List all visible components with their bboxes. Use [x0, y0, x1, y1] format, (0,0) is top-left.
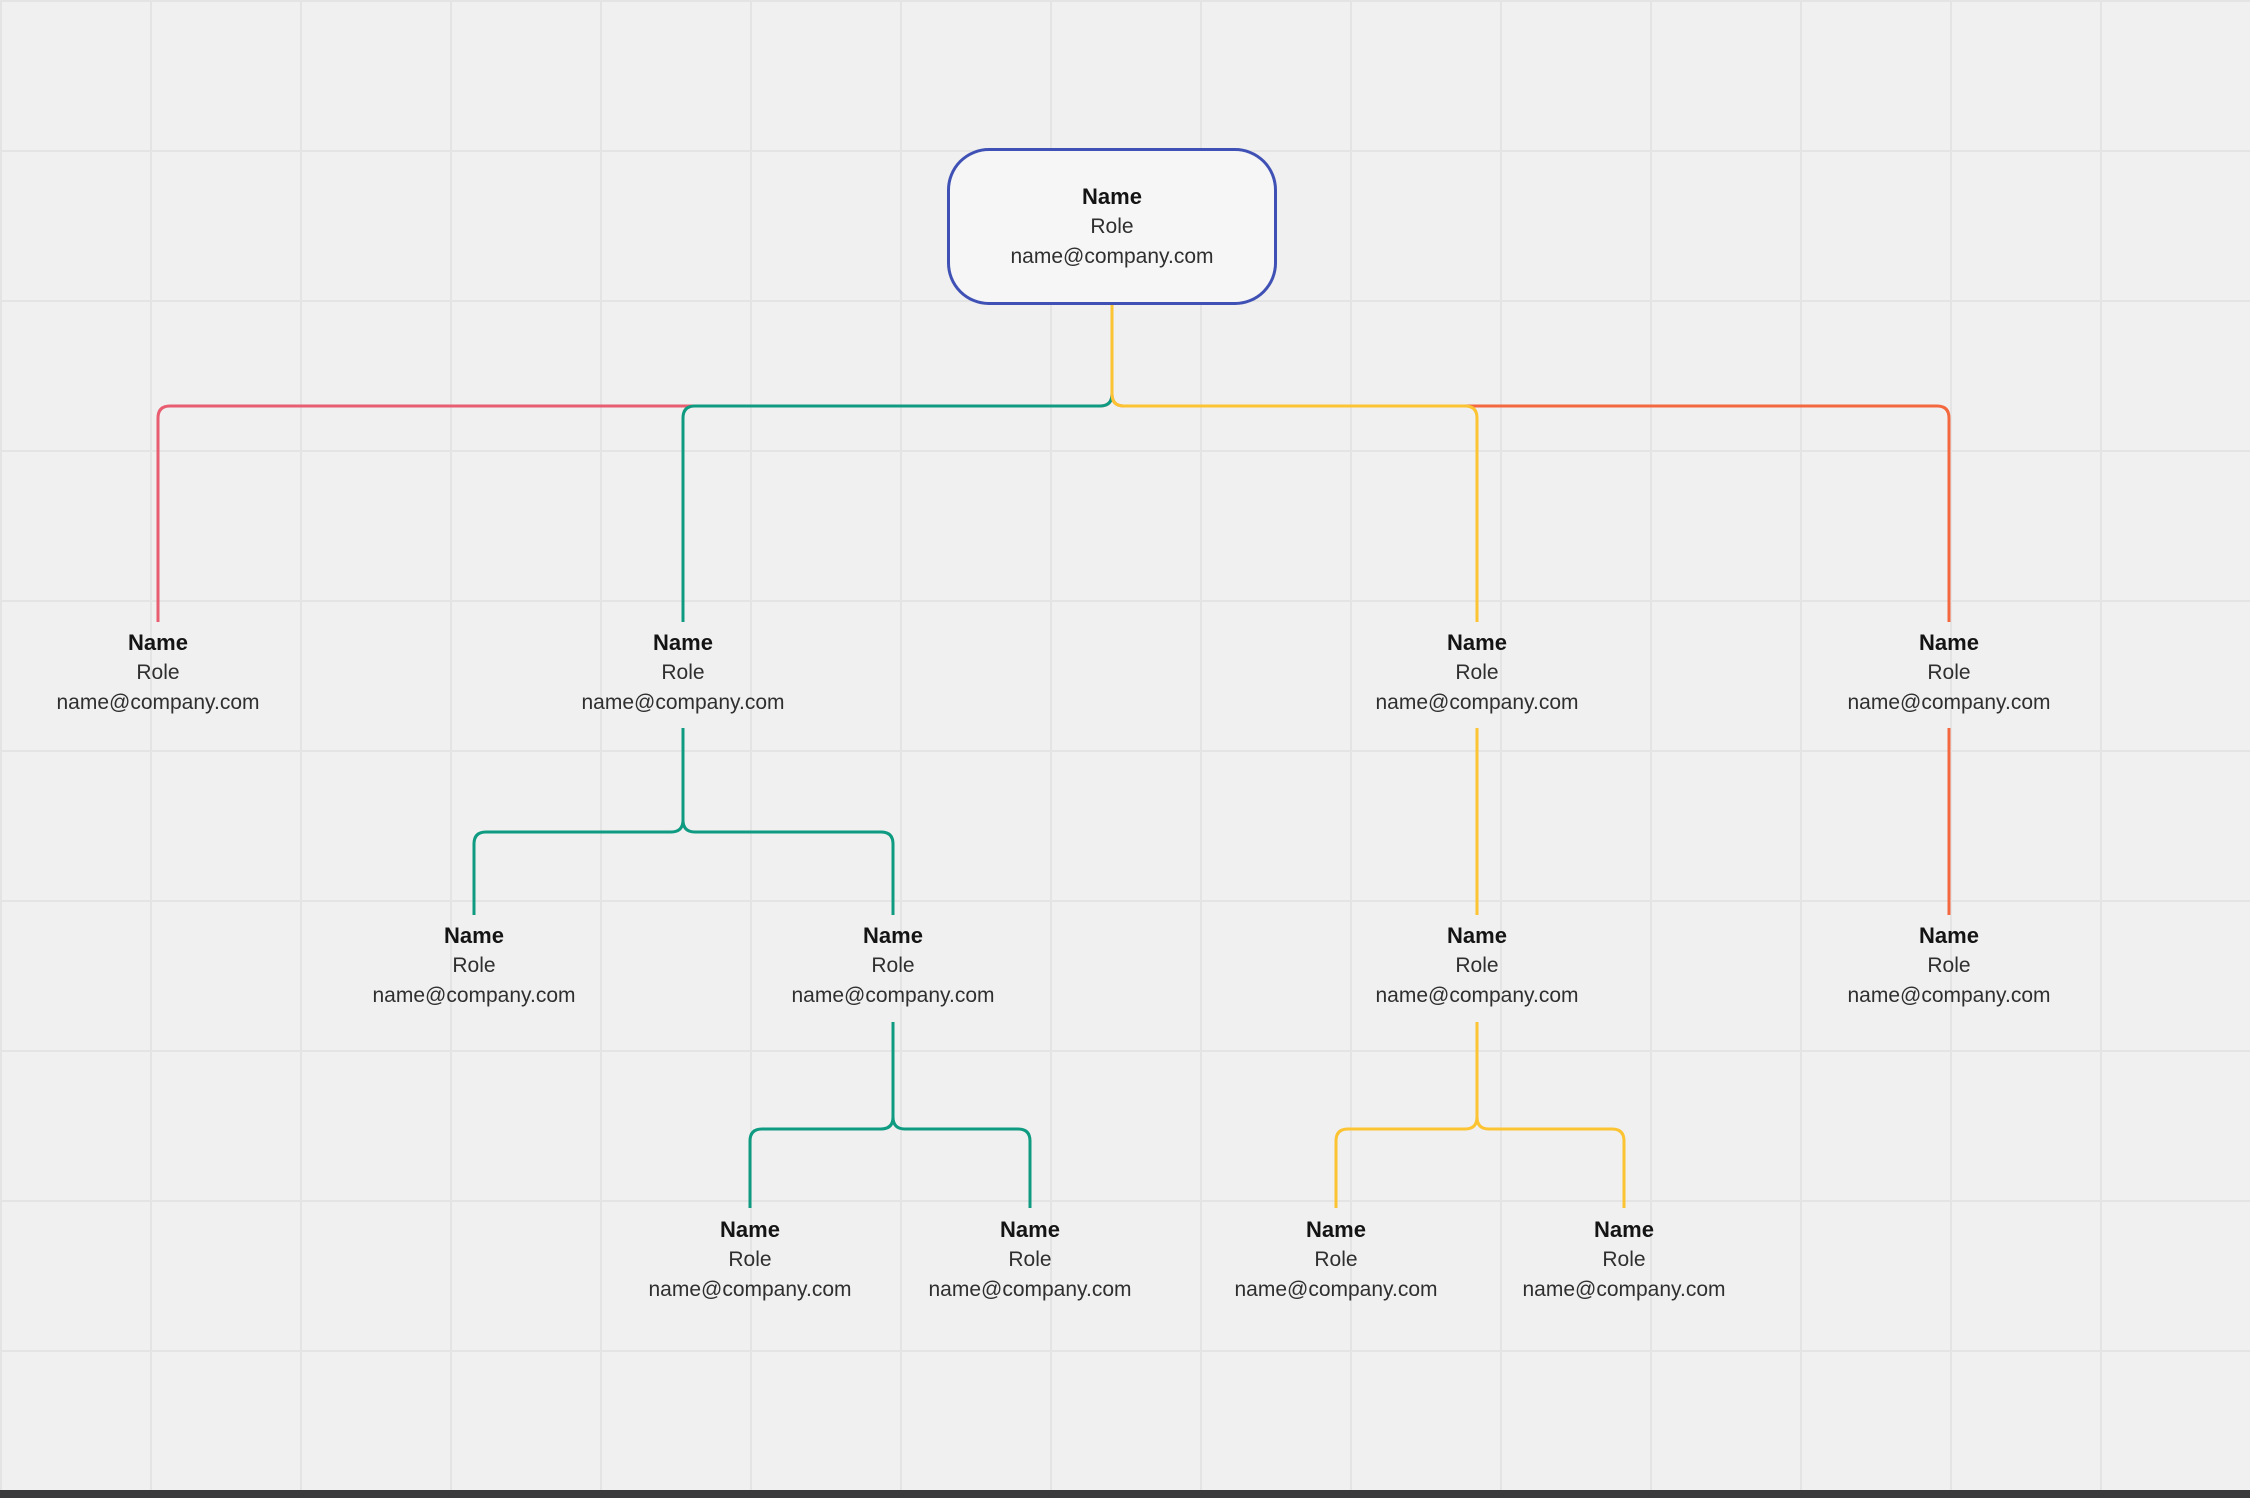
node-email: name@company.com	[791, 984, 995, 1007]
connector-l2-yellow-to-l3-yellow-right	[1475, 1022, 1626, 1208]
node-role: Role	[1927, 661, 1971, 684]
node-email: name@company.com	[1522, 1278, 1726, 1301]
connector-l2-yellow-to-l3-yellow-left	[1334, 1022, 1479, 1208]
node-name: Name	[1919, 630, 1979, 655]
node-email: name@company.com	[1847, 984, 2051, 1007]
node-name: Name	[1447, 630, 1507, 655]
node-email: name@company.com	[928, 1278, 1132, 1301]
node-role: Role	[452, 954, 496, 977]
connector-root-to-l1-red	[156, 305, 1114, 622]
node-role: Role	[728, 1248, 772, 1271]
node-role: Role	[1455, 661, 1499, 684]
connector-root-to-l1-teal	[681, 305, 1114, 622]
node-email: name@company.com	[1847, 691, 2051, 714]
node-name: Name	[128, 630, 188, 655]
bottom-edge	[0, 1490, 2250, 1498]
org-node-l3-yellow-left[interactable]: Name Role name@company.com	[1156, 1215, 1516, 1305]
connector-l2-teal-right-to-l3-teal-right	[891, 1022, 1032, 1208]
org-node-root[interactable]: Name Role name@company.com	[947, 148, 1277, 305]
org-node-l1-red[interactable]: Name Role name@company.com	[0, 628, 338, 718]
org-node-l2-orange[interactable]: Name Role name@company.com	[1769, 921, 2129, 1011]
connector-l2-teal-right-to-l3-teal-left	[748, 1022, 895, 1208]
connector-l1-teal-to-l2-teal-left	[472, 728, 685, 915]
org-node-l2-yellow[interactable]: Name Role name@company.com	[1297, 921, 1657, 1011]
node-role: Role	[1455, 954, 1499, 977]
node-name: Name	[1919, 923, 1979, 948]
node-role: Role	[1090, 214, 1134, 238]
node-name: Name	[720, 1217, 780, 1242]
connector-root-to-l1-orange	[1110, 305, 1951, 622]
connector-l1-teal-to-l2-teal-right	[681, 728, 895, 915]
node-role: Role	[1927, 954, 1971, 977]
org-node-l3-yellow-right[interactable]: Name Role name@company.com	[1444, 1215, 1804, 1305]
node-email: name@company.com	[1375, 984, 1579, 1007]
org-node-l3-teal-left[interactable]: Name Role name@company.com	[570, 1215, 930, 1305]
node-role: Role	[1602, 1248, 1646, 1271]
node-name: Name	[863, 923, 923, 948]
node-name: Name	[1000, 1217, 1060, 1242]
node-role: Role	[1008, 1248, 1052, 1271]
node-email: name@company.com	[1010, 244, 1214, 268]
node-email: name@company.com	[648, 1278, 852, 1301]
org-node-l3-teal-right[interactable]: Name Role name@company.com	[850, 1215, 1210, 1305]
org-node-l2-teal-left[interactable]: Name Role name@company.com	[294, 921, 654, 1011]
node-name: Name	[1082, 183, 1142, 209]
node-email: name@company.com	[581, 691, 785, 714]
node-name: Name	[1447, 923, 1507, 948]
connector-root-to-l1-yellow	[1110, 305, 1479, 622]
node-email: name@company.com	[1375, 691, 1579, 714]
node-email: name@company.com	[372, 984, 576, 1007]
node-email: name@company.com	[1234, 1278, 1438, 1301]
node-role: Role	[136, 661, 180, 684]
org-node-l1-yellow[interactable]: Name Role name@company.com	[1297, 628, 1657, 718]
node-name: Name	[1594, 1217, 1654, 1242]
node-role: Role	[1314, 1248, 1358, 1271]
node-name: Name	[653, 630, 713, 655]
node-name: Name	[1306, 1217, 1366, 1242]
node-name: Name	[444, 923, 504, 948]
org-node-l1-orange[interactable]: Name Role name@company.com	[1769, 628, 2129, 718]
org-node-l1-teal[interactable]: Name Role name@company.com	[503, 628, 863, 718]
node-role: Role	[871, 954, 915, 977]
node-role: Role	[661, 661, 705, 684]
org-node-l2-teal-right[interactable]: Name Role name@company.com	[713, 921, 1073, 1011]
node-email: name@company.com	[56, 691, 260, 714]
